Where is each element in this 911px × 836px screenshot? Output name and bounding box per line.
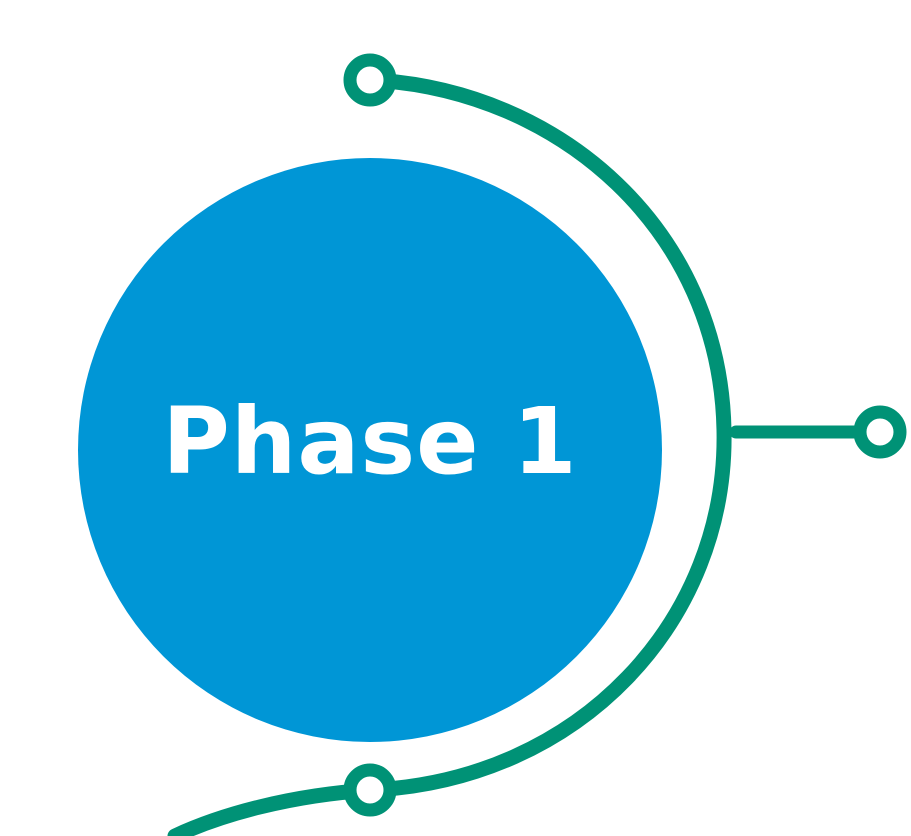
node-top-icon <box>343 53 397 107</box>
phase-circle <box>78 158 662 742</box>
node-bottom-icon <box>343 763 397 817</box>
node-right-icon <box>853 405 907 459</box>
phase-title: Phase 1 <box>162 388 578 495</box>
connector-arc <box>167 72 732 836</box>
